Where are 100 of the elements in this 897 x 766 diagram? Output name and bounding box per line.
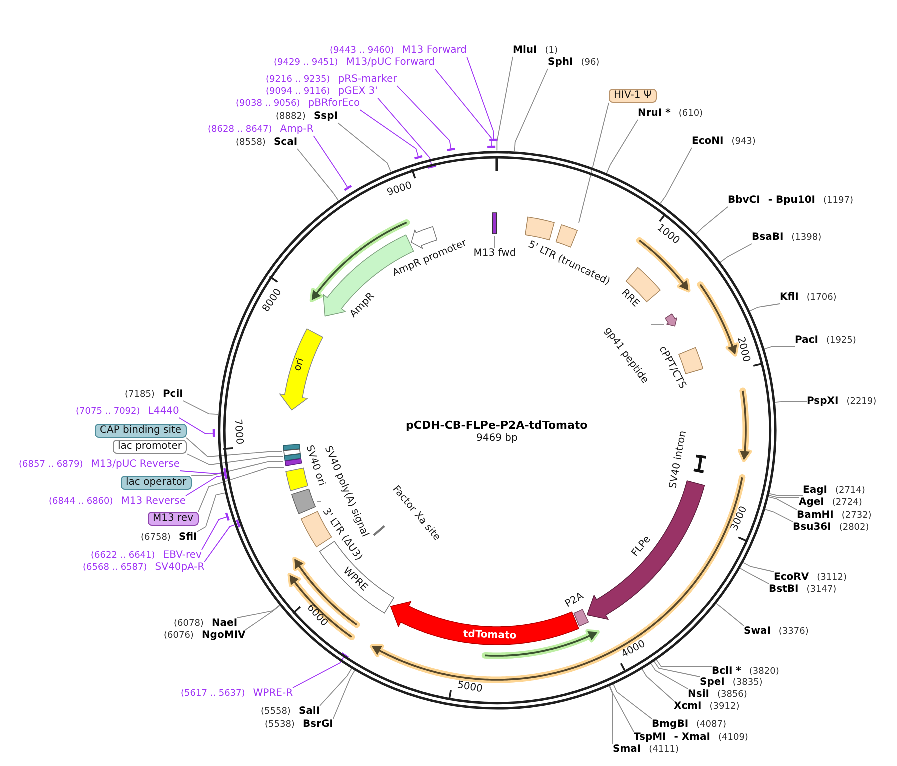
primer-position: (8628 .. 8647)	[208, 124, 272, 136]
feature-label: P2A	[564, 591, 586, 611]
leader-line	[764, 509, 794, 522]
leader-line	[182, 400, 219, 415]
leader-line	[204, 518, 241, 562]
site-position: (96)	[581, 57, 600, 69]
leader-line	[245, 605, 280, 630]
primer-position: (6857 .. 6879)	[19, 459, 84, 471]
leader-line	[716, 602, 744, 626]
leader-line	[578, 102, 610, 224]
site-position: (4111)	[649, 744, 680, 756]
site-position: (3856)	[717, 689, 748, 701]
leader-line	[742, 562, 774, 572]
leader-line	[494, 236, 495, 248]
primer-name: EBV-rev	[163, 550, 202, 562]
primer-position: (6622 .. 6641)	[91, 550, 156, 562]
enzyme-name: PacI	[795, 335, 818, 347]
leader-line	[198, 468, 284, 512]
site-position: (3912)	[710, 701, 740, 713]
enzyme-name: BamHI	[797, 510, 834, 522]
primer-position: (5617 .. 5637)	[181, 688, 246, 700]
primer-position: (9038 .. 9056)	[236, 98, 300, 110]
leader-line	[768, 495, 800, 498]
leader-line	[196, 492, 226, 532]
site-position: (5538)	[265, 719, 295, 731]
leader-line	[764, 346, 796, 350]
leader-line	[237, 605, 280, 618]
site-position: (3835)	[732, 677, 763, 689]
feature-box	[283, 453, 303, 462]
primer-name: pRS-marker	[338, 74, 398, 86]
leader-line	[338, 122, 392, 172]
leader-line	[292, 652, 350, 688]
plasmid-name: pCDH-CB-FLPe-P2A-tdTomato	[406, 419, 588, 432]
leader-line	[612, 683, 652, 720]
leader-line	[720, 244, 752, 263]
leader-line	[654, 660, 700, 678]
primer-name: L4440	[148, 406, 180, 418]
primer-name: pBRforEco	[308, 98, 360, 110]
enzyme-name: PspXI	[807, 396, 839, 408]
leader-line	[360, 110, 424, 160]
leader-line	[642, 668, 674, 702]
feature-label: tdTomato	[463, 629, 517, 643]
feature-box	[282, 443, 301, 452]
primer-position: (6844 .. 6860)	[49, 496, 114, 508]
site-position: (2732)	[842, 510, 872, 522]
leader-line	[434, 68, 497, 148]
enzyme-name: EagI	[803, 485, 828, 497]
site-position: (4109)	[718, 732, 748, 744]
site-position: (7185)	[125, 389, 155, 401]
leader-line	[774, 401, 808, 403]
leader-line	[514, 68, 548, 152]
leader-line	[739, 568, 770, 584]
leader-line	[768, 496, 798, 510]
feature-box	[555, 223, 579, 249]
scale-label: 2000	[734, 336, 752, 364]
enzyme-name: - Bpu10I	[768, 195, 816, 207]
leader-line	[656, 658, 712, 668]
enzyme-name: MluI	[513, 45, 538, 57]
site-position: (2724)	[832, 497, 862, 509]
primer-position: (9443 .. 9460)	[330, 45, 394, 57]
enzyme-name: Bsu36I	[793, 522, 832, 534]
primer-position: (9429 .. 9451)	[274, 57, 338, 69]
feature-mark	[491, 212, 498, 236]
enzyme-name: XcmI	[674, 701, 702, 713]
leader-line	[313, 136, 353, 192]
site-position: (1706)	[806, 292, 837, 304]
primer-name: M13/pUC Forward	[346, 57, 436, 69]
site-position: (4087)	[696, 719, 726, 731]
leader-line	[396, 86, 456, 152]
enzyme-name: BclI *	[712, 666, 742, 678]
feature-box	[283, 448, 302, 457]
enzyme-name: EcoRV	[774, 572, 810, 584]
feature-box	[290, 488, 317, 516]
site-position: (943)	[732, 136, 756, 148]
leader-line	[768, 493, 804, 496]
enzyme-name: BsrGI	[302, 719, 334, 731]
site-position: (2802)	[839, 522, 870, 534]
enzyme-name: - XmaI	[674, 732, 711, 744]
leader-line	[606, 120, 638, 174]
leader-line	[609, 685, 634, 732]
site-position: (1398)	[792, 232, 822, 244]
enzyme-name: AgeI	[799, 497, 824, 509]
site-position: (2219)	[846, 396, 877, 408]
site-position: (1925)	[826, 335, 856, 347]
leader-line	[186, 438, 282, 458]
primer-name: M13/pUC Reverse	[91, 459, 180, 471]
enzyme-name: NgoMIV	[202, 630, 246, 642]
enzyme-name: SpeI	[700, 677, 725, 689]
feature-box	[284, 457, 303, 468]
leader-line	[180, 467, 228, 478]
scale-label: 7000	[231, 418, 245, 445]
primer-name: M13 Reverse	[121, 496, 186, 508]
leader-line	[650, 662, 688, 690]
leader-line	[377, 98, 438, 169]
enzyme-name: NaeI	[212, 618, 238, 630]
enzyme-name: SalI	[298, 706, 320, 718]
enzyme-name: BsaBI	[752, 232, 784, 244]
enzyme-name: SfiI	[178, 532, 198, 544]
leader-line	[749, 304, 780, 312]
enzyme-name: BmgBI	[652, 719, 689, 731]
